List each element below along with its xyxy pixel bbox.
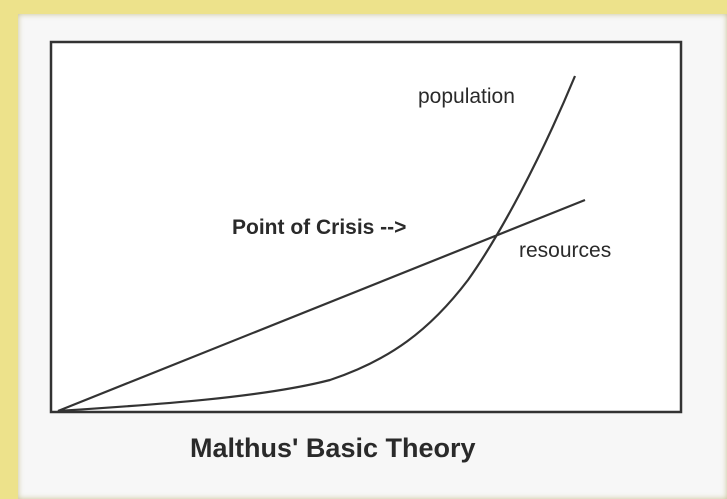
population-curve (57, 75, 577, 413)
plot-area (49, 40, 683, 414)
diagram-caption: Malthus' Basic Theory (190, 433, 476, 463)
resources-label: resources (519, 239, 611, 262)
crisis-label: Point of Crisis --> (232, 216, 406, 239)
population-label: population (418, 85, 515, 108)
